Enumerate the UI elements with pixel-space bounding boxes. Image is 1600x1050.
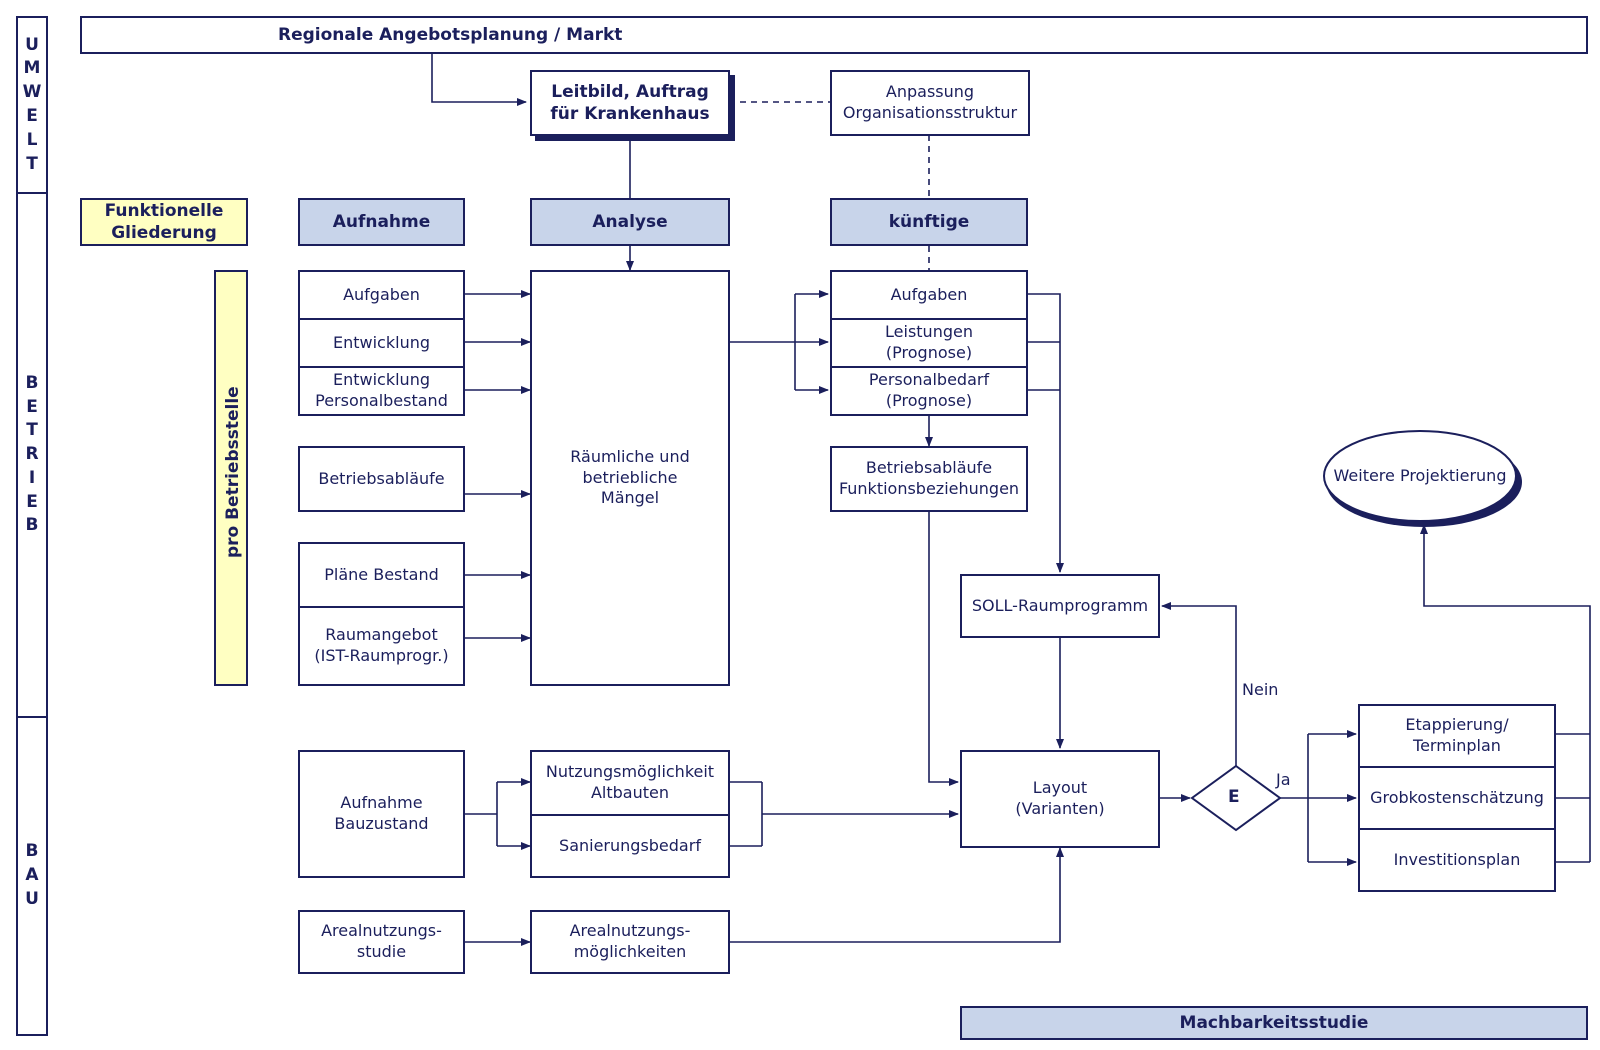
bau-nutzung-label: Nutzungsmöglichkeit Altbauten [545, 762, 715, 802]
aufnahme-header: Aufnahme [298, 198, 465, 246]
anpassung-box: Anpassung Organisationsstruktur [830, 70, 1030, 136]
market-box: Regionale Angebotsplanung / Markt [80, 16, 1588, 54]
lane-letter: M [23, 58, 41, 79]
lane-letter: B [25, 515, 39, 536]
nein-label: Nein [1242, 680, 1279, 699]
kuenftige-personalbedarf: Personalbedarf (Prognose) [830, 366, 1028, 416]
pro-betriebsstelle-bar: pro Betriebsstelle [214, 270, 248, 686]
connector-market-leitbild [431, 54, 527, 106]
grobkosten-box: Grobkostenschätzung [1358, 766, 1556, 830]
machbarkeitsstudie-bar: Machbarkeitsstudie [960, 1006, 1588, 1040]
lane-letter: A [25, 865, 39, 886]
connector-kuenftige-soll [1028, 293, 1064, 573]
funktionelle-gliederung-box: Funktionelle Gliederung [80, 198, 248, 246]
aufnahme-plaene-label: Pläne Bestand [324, 564, 439, 584]
grobkosten-label: Grobkostenschätzung [1370, 787, 1544, 807]
lane-letter: T [26, 420, 38, 441]
analyse-header: Analyse [530, 198, 730, 246]
layout-varianten: Layout (Varianten) [960, 750, 1160, 848]
lane-letter: B [25, 372, 39, 393]
bau-arealstudie: Arealnutzungs- studie [298, 910, 465, 974]
maengel-label: Räumliche und betriebliche Mängel [570, 446, 690, 508]
lane-letter: W [22, 82, 42, 103]
investition-label: Investitionsplan [1393, 849, 1521, 869]
aufnahme-aufgaben: Aufgaben [298, 270, 465, 320]
lane-betrieb: B E T R I E B [16, 192, 48, 718]
lane-bau: B A U [16, 716, 48, 1036]
lane-letter: E [26, 491, 38, 512]
anpassung-label: Anpassung Organisationsstruktur [842, 82, 1018, 122]
kuenftige-funktionsbeziehungen-label: Betriebsabläufe Funktionsbeziehungen [838, 458, 1020, 498]
bau-sanierung-label: Sanierungsbedarf [559, 835, 701, 855]
lane-letter: U [25, 888, 39, 909]
kuenftige-funktionsbeziehungen: Betriebsabläufe Funktionsbeziehungen [830, 446, 1028, 512]
weitere-ellipse [1323, 430, 1517, 522]
etappierung-box: Etappierung/ Terminplan [1358, 704, 1556, 768]
bau-bauzustand-label: Aufnahme Bauzustand [334, 793, 429, 833]
lane-letter: E [26, 106, 38, 126]
aufnahme-betriebsablaeufe: Betriebsabläufe [298, 446, 465, 512]
ja-label: Ja [1276, 770, 1291, 789]
lane-letter: E [26, 396, 38, 417]
aufnahme-plaene: Pläne Bestand [298, 542, 465, 608]
funktionelle-gliederung-label: Funktionelle Gliederung [104, 200, 224, 243]
leitbild-label: Leitbild, Auftrag für Krankenhaus [550, 81, 710, 124]
investition-box: Investitionsplan [1358, 828, 1556, 892]
kuenftige-header: künftige [830, 198, 1028, 246]
connector-areal-layout [730, 847, 1064, 943]
decision-diamond [1190, 764, 1282, 832]
soll-raumprogramm: SOLL-Raumprogramm [960, 574, 1160, 638]
soll-raumprogramm-label: SOLL-Raumprogramm [971, 595, 1149, 615]
bau-arealstudie-label: Arealnutzungs- studie [321, 921, 442, 961]
leitbild-box: Leitbild, Auftrag für Krankenhaus [530, 70, 730, 136]
bau-arealmoeglichkeiten-label: Arealnutzungs- möglichkeiten [569, 921, 691, 961]
weitere-projektierung-label: Weitere Projektierung [1333, 466, 1507, 485]
aufnahme-raumangebot-label: Raumangebot (IST-Raumprogr.) [314, 625, 449, 665]
kuenftige-personalbedarf-label: Personalbedarf (Prognose) [868, 370, 990, 410]
kuenftige-leistungen: Leistungen (Prognose) [830, 318, 1028, 368]
maengel-box: Räumliche und betriebliche Mängel [530, 270, 730, 686]
aufnahme-entwicklung-label: Entwicklung [333, 332, 430, 352]
aufnahme-entwicklung: Entwicklung [298, 318, 465, 368]
aufnahme-personalbestand-label: Entwicklung Personalbestand [315, 370, 448, 410]
lane-letter: R [25, 444, 39, 465]
bau-sanierung: Sanierungsbedarf [530, 814, 730, 878]
connector-funktion-layout [928, 510, 959, 786]
aufnahme-aufgaben-label: Aufgaben [343, 284, 420, 304]
lane-umwelt: U M W E L T [16, 16, 48, 194]
lane-letter: I [28, 467, 36, 488]
kuenftige-aufgaben-label: Aufgaben [890, 284, 968, 304]
connector-to-weitere [1420, 524, 1591, 862]
lane-letter: U [25, 34, 39, 55]
analyse-header-label: Analyse [592, 211, 668, 232]
pro-betriebsstelle-label: pro Betriebsstelle [222, 386, 243, 559]
lane-letter: T [26, 153, 38, 174]
bau-bauzustand: Aufnahme Bauzustand [298, 750, 465, 878]
kuenftige-leistungen-label: Leistungen (Prognose) [885, 322, 973, 362]
decision-label: E [1228, 787, 1240, 807]
connector-decision-nein [1161, 602, 1237, 766]
aufnahme-header-label: Aufnahme [332, 211, 431, 232]
etappierung-label: Etappierung/ Terminplan [1405, 715, 1509, 755]
lane-letter: L [26, 129, 38, 150]
bau-arealmoeglichkeiten: Arealnutzungs- möglichkeiten [530, 910, 730, 974]
aufnahme-betriebsablaeufe-label: Betriebsabläufe [318, 468, 445, 488]
market-label: Regionale Angebotsplanung / Markt [278, 24, 623, 45]
bau-nutzung: Nutzungsmöglichkeit Altbauten [530, 750, 730, 816]
machbarkeitsstudie-label: Machbarkeitsstudie [1179, 1012, 1369, 1033]
kuenftige-aufgaben: Aufgaben [830, 270, 1028, 320]
layout-varianten-label: Layout (Varianten) [1015, 778, 1105, 818]
aufnahme-personalbestand: Entwicklung Personalbestand [298, 366, 465, 416]
lane-letter: B [25, 841, 39, 862]
aufnahme-raumangebot: Raumangebot (IST-Raumprogr.) [298, 606, 465, 686]
kuenftige-header-label: künftige [888, 211, 970, 232]
